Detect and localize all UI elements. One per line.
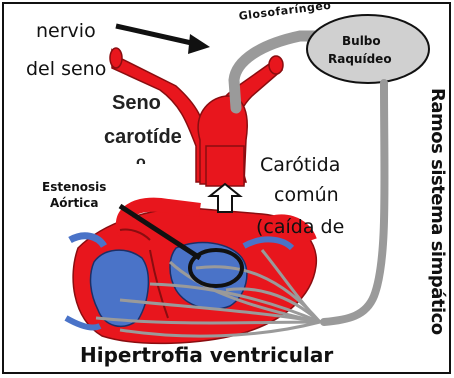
stenosis-label-line1: Estenosis — [42, 180, 106, 194]
medulla-label-line1: Bulbo — [342, 34, 381, 48]
carotid-label-line1: Carótida — [260, 154, 340, 176]
medulla-oblongata — [307, 15, 429, 83]
nerve-pointer-arrow-icon — [116, 26, 210, 54]
nerve-label-line1: nervio — [36, 20, 96, 42]
carotid-label-line3: (caída de — [256, 216, 344, 242]
sympathetic-label: Ramos sistema simpático — [427, 88, 448, 335]
hypertrophy-label: Hipertrofia ventricular — [80, 343, 333, 367]
sinus-label-line1: Seno — [112, 92, 161, 115]
pressure-arrow-icon — [210, 184, 240, 212]
sinus-label-line3: o — [136, 154, 146, 164]
carotid-label-line2: común — [274, 184, 339, 206]
medulla-label-line2: Raquídeo — [328, 52, 392, 66]
sinus-label-line2: carotíde — [104, 126, 182, 149]
carotid-artery — [110, 48, 283, 186]
nerve-label-line2: del seno — [26, 58, 106, 80]
stenosis-label-line2: Aórtica — [50, 196, 99, 210]
